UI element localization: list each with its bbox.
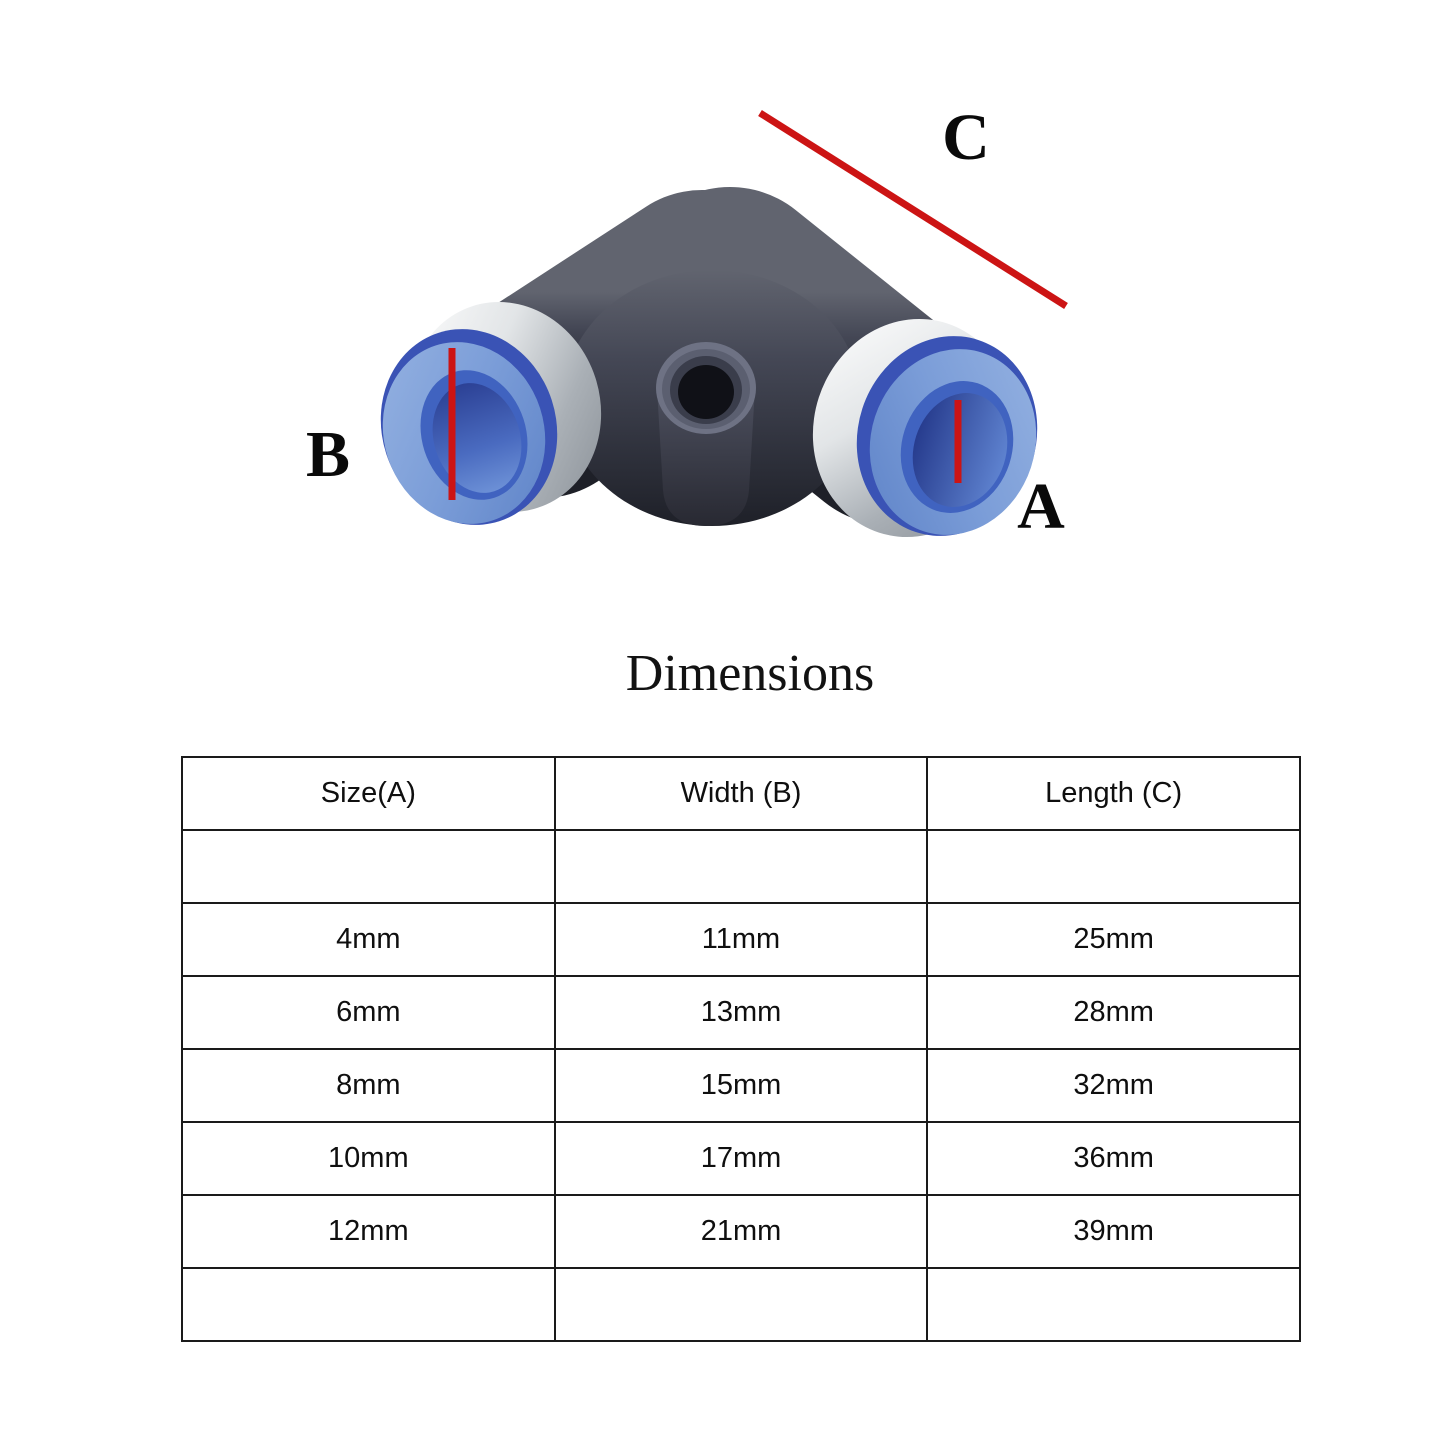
table-cell xyxy=(926,1267,1301,1342)
table-row xyxy=(181,1267,1301,1342)
left-collet xyxy=(380,329,558,525)
table-cell: 21mm xyxy=(553,1194,929,1269)
table-cell: 15mm xyxy=(553,1048,929,1123)
label-a: A xyxy=(1017,470,1065,543)
table-cell: 39mm xyxy=(926,1194,1301,1269)
section-title: Dimensions xyxy=(625,645,875,702)
table-row: 12mm 21mm 39mm xyxy=(181,1194,1301,1269)
table-row: 6mm 13mm 28mm xyxy=(181,975,1301,1050)
table-cell: 10mm xyxy=(181,1121,556,1196)
table-cell: 28mm xyxy=(926,975,1301,1050)
dimensions-table: Size(A) Width (B) Length (C) 4mm 11mm 25… xyxy=(181,756,1301,1342)
table-cell: 8mm xyxy=(181,1048,556,1123)
label-c: C xyxy=(942,101,990,174)
table-cell: 36mm xyxy=(926,1121,1301,1196)
table-cell: 6mm xyxy=(181,975,556,1050)
table-cell xyxy=(181,1267,556,1342)
table-cell: 12mm xyxy=(181,1194,556,1269)
dimension-line-c xyxy=(758,110,1068,309)
table-cell: 13mm xyxy=(553,975,929,1050)
product-photo: C B A xyxy=(306,101,1068,543)
table-row: 4mm 11mm 25mm xyxy=(181,902,1301,977)
table-cell: 32mm xyxy=(926,1048,1301,1123)
header-width-b: Width (B) xyxy=(553,756,929,831)
table-cell: 25mm xyxy=(926,902,1301,977)
right-collet xyxy=(856,336,1038,536)
header-length-c: Length (C) xyxy=(926,756,1301,831)
table-row xyxy=(181,829,1301,904)
table-cell xyxy=(553,1267,929,1342)
table-row: 8mm 15mm 32mm xyxy=(181,1048,1301,1123)
header-size-a: Size(A) xyxy=(181,756,556,831)
table-cell xyxy=(181,829,556,904)
table-cell xyxy=(553,829,929,904)
table-cell: 4mm xyxy=(181,902,556,977)
table-header-row: Size(A) Width (B) Length (C) xyxy=(181,756,1301,831)
table-cell: 11mm xyxy=(553,902,929,977)
table-row: 10mm 17mm 36mm xyxy=(181,1121,1301,1196)
table-cell xyxy=(926,829,1301,904)
stem xyxy=(656,342,756,526)
table-cell: 17mm xyxy=(553,1121,929,1196)
label-b: B xyxy=(306,418,350,491)
